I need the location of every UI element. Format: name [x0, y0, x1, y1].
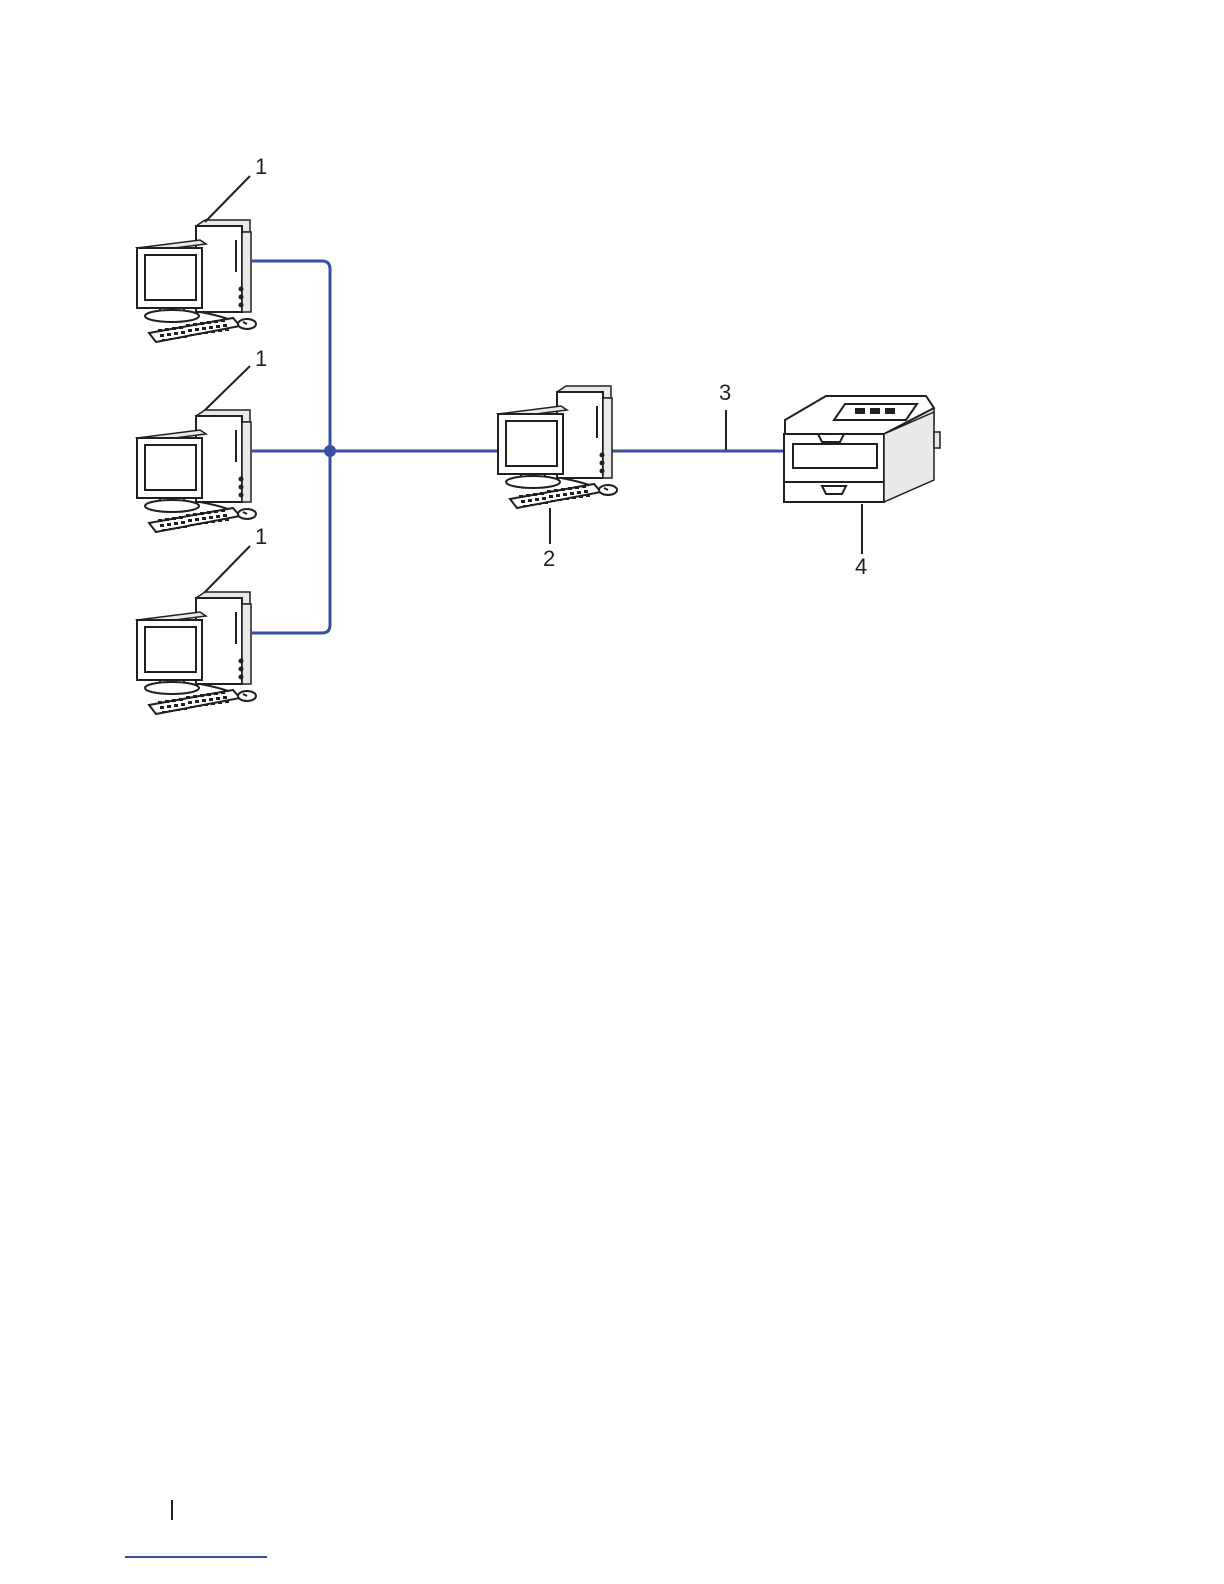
leader-client-2 — [205, 366, 250, 410]
leader-client-1 — [205, 176, 250, 222]
network-junction — [324, 445, 336, 457]
page-margin-marker — [171, 1500, 173, 1520]
laser-printer-icon — [784, 396, 940, 502]
desktop-computer-icon — [498, 386, 617, 508]
desktop-computer-icon — [137, 592, 256, 714]
callout-client-2: 1 — [255, 346, 267, 371]
desktop-computer-icon — [137, 410, 256, 532]
callout-client-3: 1 — [255, 524, 267, 549]
footer-link-underline[interactable] — [125, 1556, 267, 1558]
desktop-computer-icon — [137, 220, 256, 342]
callout-client-1: 1 — [255, 154, 267, 179]
callout-server: 2 — [543, 546, 555, 571]
callout-cable: 3 — [719, 380, 731, 405]
leader-client-3 — [205, 546, 250, 592]
leader-lines — [205, 176, 862, 592]
callout-printer: 4 — [855, 554, 867, 579]
